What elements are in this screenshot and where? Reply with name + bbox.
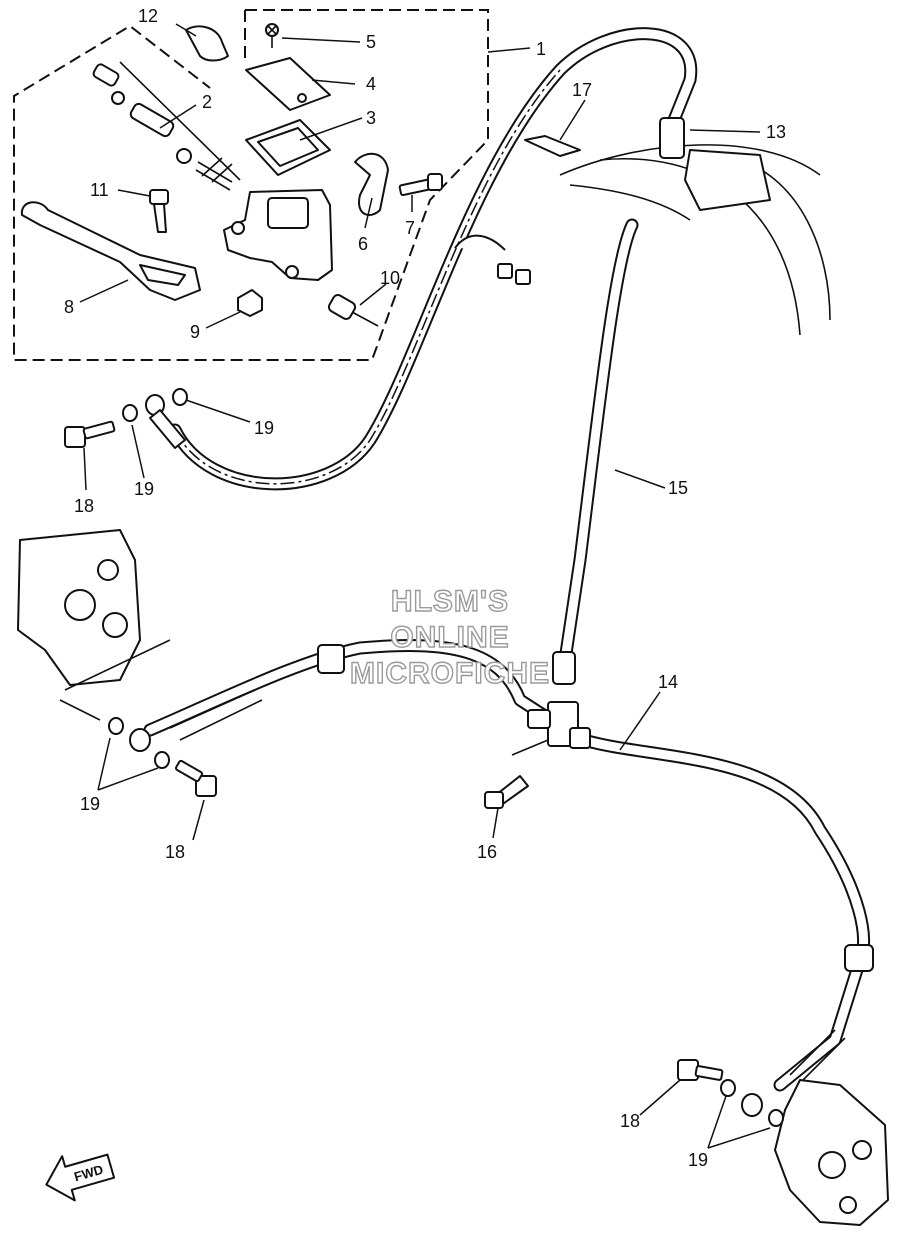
three-way-joint <box>484 701 591 809</box>
nut-9 <box>237 289 263 317</box>
leader-lines <box>79 23 771 1149</box>
callout-19-lower-right: 19 <box>688 1150 708 1170</box>
master-cylinder-group-outline <box>13 9 489 361</box>
banjo-lower-left <box>108 717 170 769</box>
callout-19-lower-left: 19 <box>80 794 100 814</box>
banjo-upper <box>122 388 188 449</box>
callout-8: 8 <box>64 297 74 317</box>
hose-connector-13 <box>659 117 771 211</box>
screw-5 <box>265 23 279 48</box>
callout-18-lower-left: 18 <box>165 842 185 862</box>
callout-17: 17 <box>572 80 592 100</box>
callout-18-lower-right: 18 <box>620 1111 640 1131</box>
callout-6: 6 <box>358 234 368 254</box>
bolt-18-upper <box>64 420 116 448</box>
callout-7: 7 <box>405 218 415 238</box>
brake-hose-15 <box>552 218 639 685</box>
callout-3: 3 <box>366 108 376 128</box>
diaphragm-3 <box>245 119 331 176</box>
caliper-right <box>774 1079 889 1226</box>
pin-11 <box>149 189 169 233</box>
callout-5: 5 <box>366 32 376 52</box>
forward-direction-arrow: FWD <box>45 1153 116 1202</box>
callout-10: 10 <box>380 268 400 288</box>
clamp-17 <box>524 135 581 157</box>
bolt-16 <box>484 775 529 809</box>
callout-19-upper-right: 19 <box>254 418 274 438</box>
switch-10 <box>327 234 531 327</box>
watermark-line-1: HLSM'S <box>391 585 509 618</box>
callout-15: 15 <box>668 478 688 498</box>
callout-11: 11 <box>90 180 109 200</box>
callout-12: 12 <box>138 6 158 26</box>
brake-hose-lower-left <box>143 639 555 741</box>
callout-2: 2 <box>202 92 212 112</box>
caliper-left <box>17 529 171 721</box>
boot-12 <box>185 25 229 62</box>
watermark-line-2: ONLINE <box>390 621 509 654</box>
reservoir-cap-4 <box>245 57 331 111</box>
callout-1: 1 <box>536 39 546 59</box>
banjo-lower-right <box>720 1079 784 1127</box>
callout-16: 16 <box>477 842 497 862</box>
bolt-18-lower-left <box>174 759 217 797</box>
piston-kit-2 <box>92 61 241 191</box>
brake-hose-14 <box>571 731 874 1092</box>
holder-6 <box>354 152 389 216</box>
callout-14: 14 <box>658 672 678 692</box>
callout-18-upper: 18 <box>74 496 94 516</box>
bolt-7 <box>398 173 443 197</box>
watermark: HLSM'S ONLINE MICROFICHE <box>349 584 550 690</box>
callout-4: 4 <box>366 74 376 94</box>
callout-13: 13 <box>766 122 786 142</box>
callout-19-upper-left: 19 <box>134 479 154 499</box>
callout-labels: 1 2 3 4 5 6 7 8 9 10 11 12 13 14 15 16 1… <box>64 6 786 1170</box>
master-cylinder-body <box>223 189 333 281</box>
brake-hose-upper <box>168 27 698 491</box>
watermark-line-3: MICROFICHE <box>350 657 550 690</box>
bolt-18-lower-right <box>677 1059 724 1081</box>
brake-lever-8 <box>20 201 201 301</box>
callout-9: 9 <box>190 322 200 342</box>
